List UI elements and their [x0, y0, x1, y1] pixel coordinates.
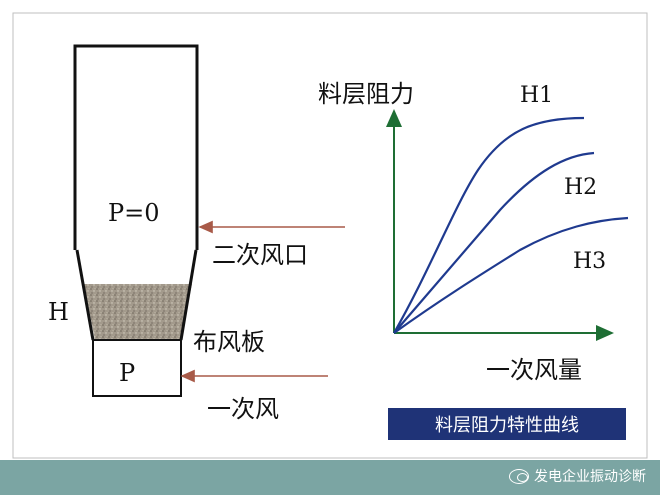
- primary-air-label: 一次风: [207, 395, 279, 423]
- vessel-taper-right: [179, 249, 198, 341]
- curve-h2: [393, 151, 595, 334]
- x-axis-label: 一次风量: [486, 356, 582, 384]
- bed-material: [84, 284, 192, 340]
- curve-label-h3: H3: [573, 249, 606, 274]
- watermark: 发电企业振动诊断: [509, 466, 646, 486]
- windbox: [92, 339, 182, 397]
- vessel-upper-walls: [73, 44, 199, 250]
- wechat-icon: [509, 468, 529, 484]
- curve-label-h2: H2: [564, 175, 597, 200]
- bottom-bar: [0, 460, 660, 495]
- lower-pressure-label: P: [119, 359, 135, 387]
- y-axis-label: 料层阻力: [318, 80, 414, 108]
- vessel-taper-left: [75, 249, 95, 341]
- curve-label-h1: H1: [520, 83, 553, 108]
- distributor-plate-label: 布风板: [193, 328, 265, 356]
- furnace-vessel: [73, 44, 199, 397]
- watermark-text: 发电企业振动诊断: [534, 469, 646, 485]
- slide-frame: [12, 12, 648, 459]
- upper-pressure-label: P=0: [108, 199, 160, 227]
- chart-axes: [386, 109, 614, 341]
- chart-caption: 料层阻力特性曲线: [388, 408, 626, 440]
- curve-h3: [393, 216, 629, 334]
- curve-h1: [393, 116, 585, 334]
- bed-height-label: H: [48, 298, 69, 326]
- resistance-curves: [393, 116, 629, 334]
- secondary-air-port-label: 二次风口: [212, 241, 308, 269]
